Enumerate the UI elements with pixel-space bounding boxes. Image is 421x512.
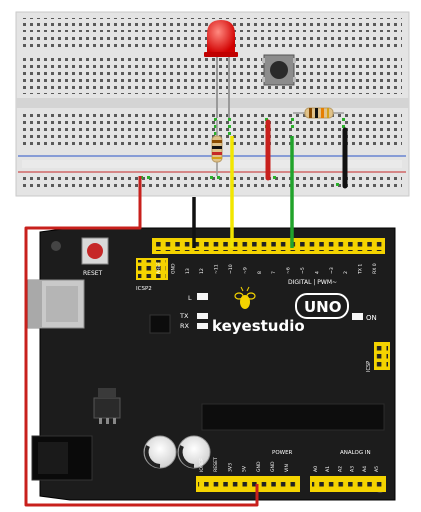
red-wire-5v [24, 176, 259, 507]
analog-label: ANALOG IN [340, 450, 371, 456]
led-on [352, 313, 363, 320]
digital-pin-label-5: ~10 [228, 264, 234, 274]
power-pin-labels: IOREF RESET 3V3 5V GND GND VIN [199, 457, 290, 472]
power-pin-label-6: VIN [284, 464, 290, 472]
keyestudio-logo-icon [234, 286, 256, 309]
power-pin-label-2: 3V3 [227, 463, 233, 472]
microcontroller-chip [201, 403, 385, 431]
bottom-rail-holes [22, 174, 402, 190]
icsp-label: ICSP [366, 361, 372, 372]
power-pin-label-1: RESET [213, 457, 219, 472]
usb-chip [149, 314, 171, 334]
uno-label: UNO [304, 298, 342, 316]
power-pin-label-5: GND [270, 461, 276, 472]
mount-hole [51, 241, 61, 251]
analog-pin-label-2: A2 [337, 466, 343, 472]
icsp2-label: ICSP2 [136, 286, 152, 292]
digital-pin-label-8: 7 [271, 271, 277, 274]
digital-pin-label-2: 13 [185, 268, 191, 274]
led-rim [204, 52, 238, 57]
digital-pin-label-0: AREF [156, 262, 162, 274]
led-resistor [211, 120, 223, 176]
power-pin-label-3: 5V [242, 465, 248, 472]
upper-terminal-holes [22, 58, 402, 94]
digital-pin-label-13: 2 [343, 271, 349, 274]
power-pin-label-0: IOREF [199, 458, 205, 472]
brand-name: keyestudio [212, 317, 305, 335]
analog-pin-label-0: A0 [313, 466, 319, 472]
digital-pin-label-7: 8 [257, 271, 263, 274]
analog-pin-label-5: A5 [374, 466, 380, 472]
led-l [197, 293, 208, 300]
digital-pin-label-1: GND [170, 263, 176, 274]
digital-pin-label-15: RX 0 [372, 263, 378, 274]
led-rx-label: RX [180, 322, 190, 330]
led-dome [207, 20, 235, 54]
power-label: POWER [272, 450, 293, 456]
digital-pin-labels: AREF GND 13 12 ~11 ~10 ~9 8 7 ~6 ~5 4 ~3 2 TX 1 RX 0 [156, 262, 378, 275]
reset-button[interactable] [81, 237, 109, 265]
push-button [262, 54, 296, 86]
digital-pin-label-9: ~6 [286, 267, 292, 274]
led-tx-label: TX [179, 312, 189, 320]
digital-pin-label-12: ~3 [329, 267, 335, 274]
digital-pin-label-11: 4 [314, 271, 320, 274]
analog-pin-label-4: A4 [362, 466, 368, 472]
reset-button-cap[interactable] [87, 243, 103, 259]
led-l-label: L [188, 294, 192, 302]
uno-badge [295, 293, 349, 319]
led-rx [197, 323, 208, 329]
digital-pin-label-14: TX 1 [358, 264, 364, 275]
center-channel [16, 98, 409, 108]
digital-pin-label-3: 12 [199, 268, 205, 274]
red-led [204, 20, 238, 118]
led-on-label: ON [366, 314, 377, 322]
voltage-regulator [93, 388, 121, 424]
button-cap [270, 61, 288, 79]
analog-pin-labels: A0 A1 A2 A3 A4 A5 [313, 466, 380, 472]
digital-pin-label-6: ~9 [242, 267, 248, 274]
capacitor [177, 435, 211, 469]
analog-pin-label-3: A3 [350, 466, 356, 472]
analog-pin-label-1: A1 [325, 466, 331, 472]
reset-label: RESET [83, 270, 103, 277]
led-tx [197, 313, 208, 319]
digital-pin-label-10: ~5 [300, 267, 306, 274]
capacitor [143, 435, 177, 469]
digital-pin-label-4: ~11 [214, 264, 220, 274]
button-resistor [293, 107, 344, 119]
power-pin-label-4: GND [256, 461, 262, 472]
digital-label: DIGITAL | PWM~ [288, 279, 337, 286]
rail-gap [22, 160, 402, 168]
